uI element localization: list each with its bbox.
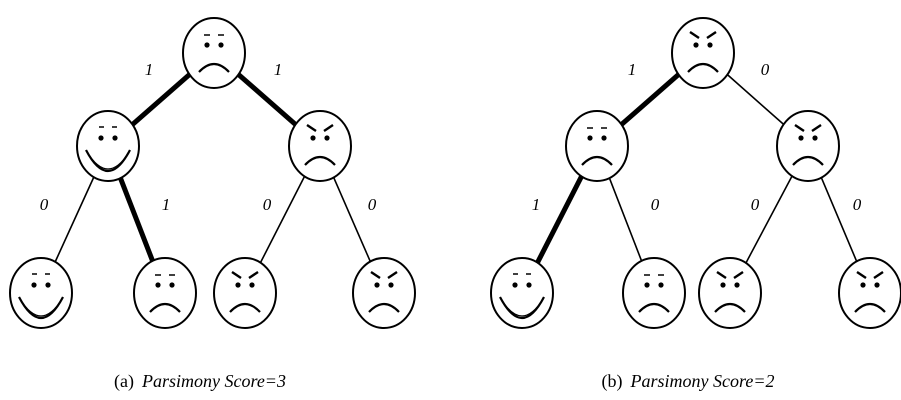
tree-edge [236,72,298,127]
tree-edge [745,175,793,264]
angry-face-icon [838,257,901,329]
eye-icon [310,135,316,141]
eye-icon [249,282,255,288]
edge-weight-label: 0 [751,195,760,214]
eye-icon [218,42,224,48]
caption-a-letter: (a) [114,371,134,392]
happy-face-icon [9,257,73,329]
eye-icon [658,282,664,288]
tree-b: 1 0 1 0 0 0 [490,17,901,329]
eye-icon [204,42,210,48]
tree-edge [726,74,785,125]
eye-icon [31,282,37,288]
tree-edge [259,175,306,264]
eye-icon [324,135,330,141]
eye-icon [707,42,713,48]
eye-icon [798,135,804,141]
eye-icon [734,282,740,288]
caption-a-text: Parsimony Score=3 [141,371,286,391]
tree-edge [608,177,643,262]
eye-icon [388,282,394,288]
sad-face-icon [565,110,629,182]
happy-face-icon [490,257,554,329]
caption-a: (a) Parsimony Score=3 [114,371,286,392]
eye-icon [812,135,818,141]
eye-icon [45,282,51,288]
sad-face-icon [182,17,246,89]
caption-b-text: Parsimony Score=2 [630,371,775,391]
eye-icon [155,282,161,288]
tree-edge [332,177,372,262]
tree-edge [619,72,681,127]
angry-face-icon [352,257,416,329]
eye-icon [112,135,118,141]
edge-weight-label: 0 [40,195,49,214]
eye-icon [526,282,532,288]
caption-b-letter: (b) [602,371,623,392]
edge-weight-label: 1 [145,60,154,79]
eye-icon [601,135,607,141]
eye-icon [644,282,650,288]
tree-edge [820,177,858,262]
edge-weight-label: 0 [651,195,660,214]
tree-edge [130,72,192,127]
sad-face-icon [622,257,686,329]
eye-icon [235,282,241,288]
angry-face-icon [671,17,735,89]
angry-face-icon [213,257,277,329]
tree-a: 1 1 0 1 0 0 [9,17,416,329]
angry-face-icon [698,257,762,329]
edge-weight-label: 1 [532,195,541,214]
eye-icon [860,282,866,288]
sad-face-icon [133,257,197,329]
edge-weight-label: 0 [761,60,770,79]
tree-edge [118,177,155,262]
edge-weight-label: 0 [853,195,862,214]
eye-icon [98,135,104,141]
angry-face-icon [288,110,352,182]
eye-icon [874,282,880,288]
tree-edge [54,176,95,263]
edge-weight-label: 1 [274,60,283,79]
edge-weight-label: 1 [162,195,171,214]
eye-icon [693,42,699,48]
edge-weight-label: 1 [628,60,637,79]
happy-face-icon [76,110,140,182]
edge-weight-label: 0 [368,195,377,214]
tree-edge [535,175,584,264]
edge-weight-label: 0 [263,195,272,214]
eye-icon [512,282,518,288]
eye-icon [720,282,726,288]
angry-face-icon [776,110,840,182]
eye-icon [587,135,593,141]
caption-b: (b) Parsimony Score=2 [602,371,775,392]
eye-icon [169,282,175,288]
eye-icon [374,282,380,288]
